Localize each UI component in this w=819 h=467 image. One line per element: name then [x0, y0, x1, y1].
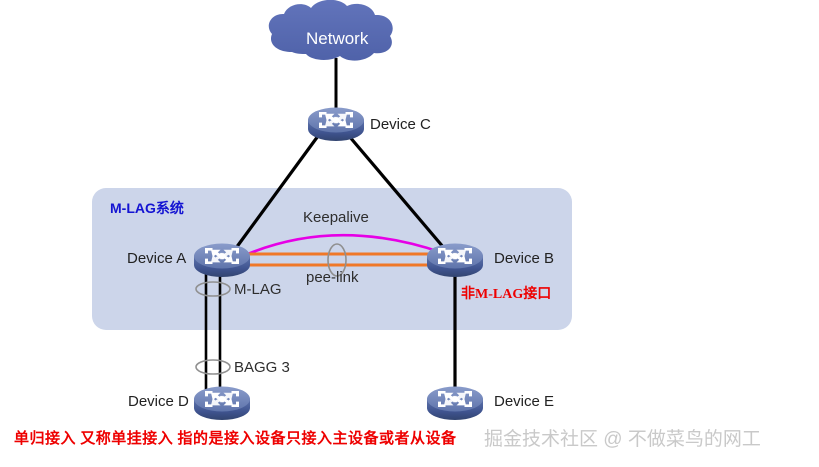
network-cloud-label: Network [306, 29, 369, 48]
router-icon-device-b[interactable] [427, 243, 483, 278]
bagg-link-label: BAGG 3 [234, 359, 290, 376]
device-e-label: Device E [494, 393, 555, 410]
mlag-aggregation-ring [195, 281, 231, 297]
router-icon-device-e[interactable] [427, 386, 483, 421]
link-device-c-to-device-b [347, 134, 446, 250]
watermark: 掘金技术社区 @ 不做菜鸟的网工 [484, 429, 761, 450]
device-c-label: Device C [370, 116, 431, 133]
peer-link-aggregation-ring [327, 243, 347, 277]
device-a-label: Device A [127, 250, 187, 267]
diagram-caption: 单归接入 又称单挂接入 指的是接入设备只接入主设备或者从设备 [14, 431, 457, 447]
mlag-system-box [92, 188, 572, 330]
link-keepalive [242, 233, 444, 258]
non-mlag-interface-label: 非M-LAG接口 [461, 287, 552, 302]
mlag-link-label: M-LAG [234, 281, 282, 298]
device-b-label: Device B [494, 250, 555, 267]
network-cloud[interactable] [268, 0, 393, 61]
keepalive-link-label: Keepalive [303, 209, 369, 226]
router-icon-device-a[interactable] [194, 243, 250, 278]
device-d-label: Device D [128, 393, 189, 410]
router-icon-device-c[interactable] [308, 107, 364, 142]
bagg-aggregation-ring [195, 359, 231, 375]
link-device-c-to-device-a [234, 135, 320, 249]
mlag-system-box-label: M-LAG系统 [110, 200, 184, 216]
peer-link-label: pee-link [306, 269, 359, 286]
router-icon-device-d[interactable] [194, 386, 250, 421]
